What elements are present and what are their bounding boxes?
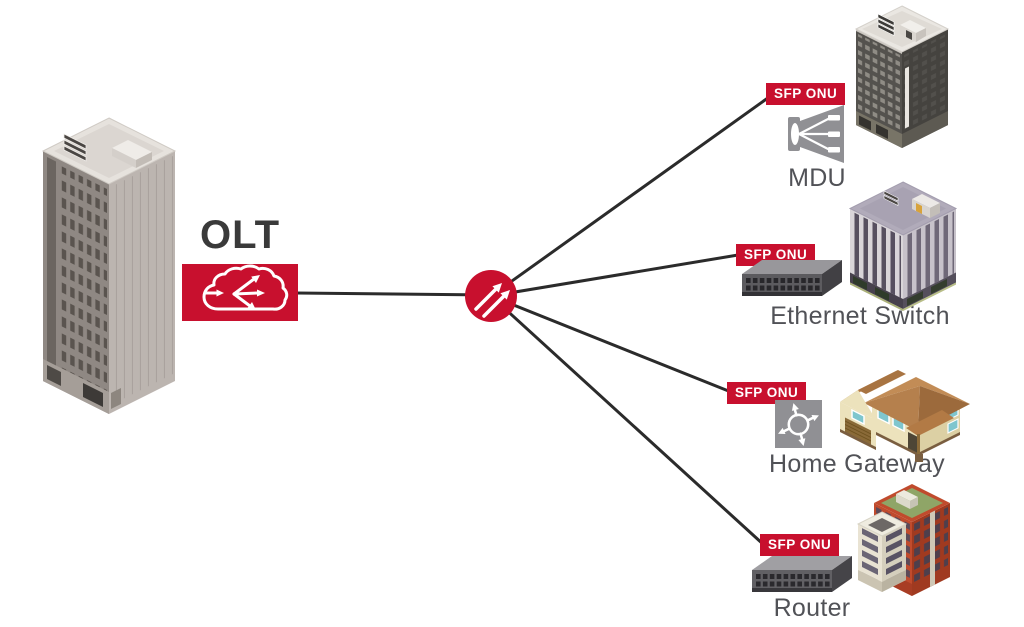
endpoint-label-mdu: MDU <box>788 164 846 192</box>
olt-cloud-icon <box>182 264 298 321</box>
sfp-onu-badge-mdu: SFP ONU <box>766 83 846 105</box>
endpoint-label-router: Router <box>773 594 851 622</box>
house-illustration <box>840 370 970 462</box>
office-building-illustration <box>848 181 958 311</box>
central-office-building-illustration <box>41 117 177 414</box>
sfp-onu-badge-gateway: SFP ONU <box>727 382 807 404</box>
olt-title: OLT <box>199 213 280 257</box>
sfp-onu-badge-router: SFP ONU <box>760 534 840 556</box>
apartment-building-illustration <box>856 484 950 596</box>
fiber-line-mdu <box>489 93 774 298</box>
fiber-line-olt-splitter <box>294 291 493 297</box>
router-arrows-icon <box>775 400 822 448</box>
optical-splitter-icon <box>788 105 844 163</box>
fiber-splitter-icon <box>465 270 517 322</box>
fiber-line-switch <box>489 253 740 298</box>
router-device <box>752 556 852 592</box>
fiber-line-gateway <box>489 294 733 394</box>
fiber-line-router <box>489 294 766 547</box>
mdu-building-illustration <box>854 5 950 148</box>
endpoint-label-switch: Ethernet Switch <box>770 302 950 330</box>
ethernet-switch-device <box>742 260 842 296</box>
